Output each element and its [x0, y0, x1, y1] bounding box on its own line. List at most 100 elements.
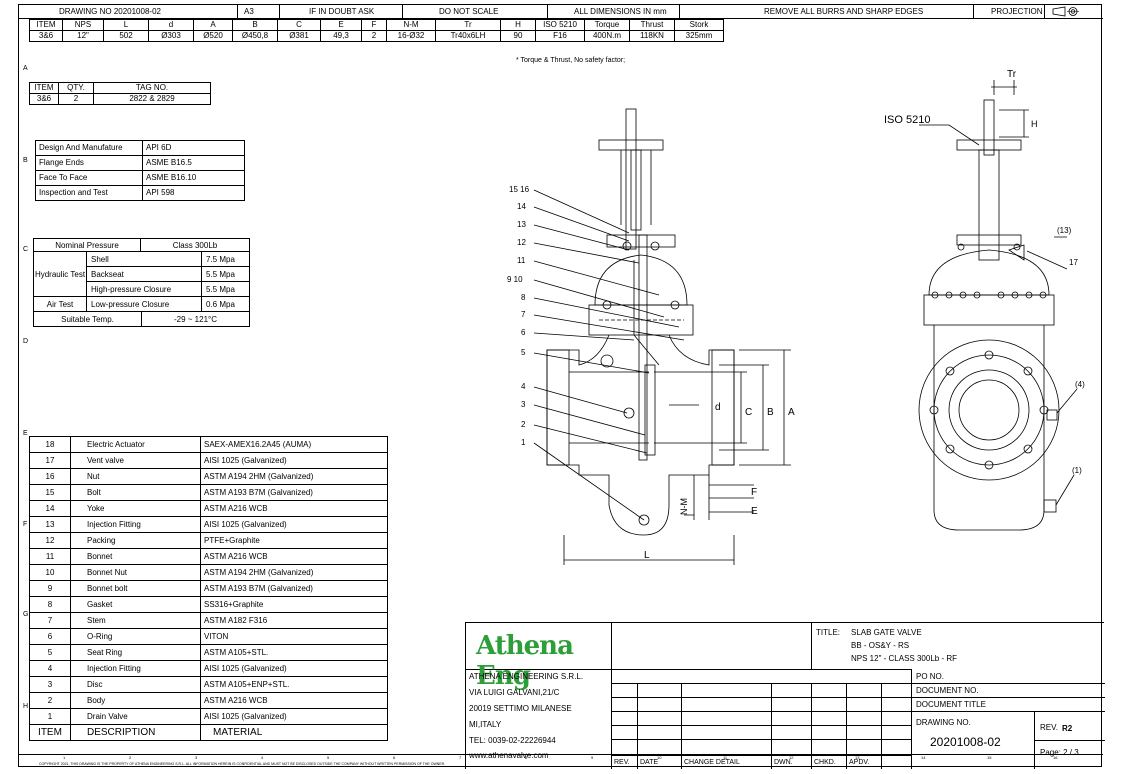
dim-value-cell: 16-Ø32: [386, 30, 436, 42]
standards-value: ASME B16.5: [142, 155, 245, 171]
bom-item: 6: [29, 628, 71, 645]
rev-value: R2: [1062, 724, 1073, 733]
dim-a: A: [788, 407, 795, 418]
dim-value-cell: Ø450,8: [232, 30, 278, 42]
callout-3: 3: [521, 400, 526, 409]
bom-footer-cell: MATERIAL: [200, 724, 388, 741]
callout-4: 4: [521, 382, 526, 391]
bom-item: 5: [29, 644, 71, 661]
standards-label: Design And Manufature: [35, 140, 143, 156]
iso-5210-label: ISO 5210: [884, 114, 930, 126]
dim-value-cell: Ø303: [148, 30, 194, 42]
callout-6: 6: [521, 328, 526, 337]
bom-description: Injection Fitting: [70, 516, 201, 533]
company-logo: Athena Eng: [476, 631, 574, 691]
dim-header-cell: Thrust: [629, 19, 675, 31]
bom-item: 2: [29, 692, 71, 709]
dimension-units-note: ALL DIMENSIONS IN mm: [574, 7, 667, 16]
revision-column-header: DWN.: [774, 759, 793, 766]
bom-material: ASTM A194 2HM (Galvanized): [200, 564, 388, 581]
bom-description: Seat Ring: [70, 644, 201, 661]
column-marker: 11: [723, 755, 728, 760]
dim-d: d: [715, 402, 721, 413]
bom-material: AISI 1025 (Galvanized): [200, 708, 388, 725]
dim-value-cell: Ø520: [193, 30, 233, 42]
bom-material: AISI 1025 (Galvanized): [200, 660, 388, 677]
row-marker-a: A: [23, 65, 28, 72]
bom-description: Gasket: [70, 596, 201, 613]
row-marker-c: C: [23, 246, 29, 253]
air-test-label: Air Test: [33, 296, 87, 312]
bom-description: Bonnet Nut: [70, 564, 201, 581]
dim-f: F: [751, 487, 757, 498]
bom-material: ASTM A193 B7M (Galvanized): [200, 484, 388, 501]
dim-l: L: [644, 550, 650, 561]
dim-value-cell: 502: [103, 30, 149, 42]
standards-label: Inspection and Test: [35, 185, 143, 201]
dim-tr: Tr: [1007, 69, 1017, 80]
bom-description: Vent valve: [70, 452, 201, 469]
row-marker-e: E: [23, 430, 28, 437]
company-website[interactable]: www.athenavalve.com: [469, 751, 549, 760]
dim-value-cell: 49,3: [320, 30, 362, 42]
callout-1: 1: [521, 438, 526, 447]
temp-label: Suitable Temp.: [33, 311, 142, 327]
copyright-notice: COPYRIGHT 2021, THIS DRAWING IS THE PROP…: [39, 762, 446, 766]
burrs-note: REMOVE ALL BURRS AND SHARP EDGES: [764, 7, 924, 16]
column-marker: 7: [459, 755, 462, 760]
standards-value: API 598: [142, 185, 245, 201]
bom-item: 7: [29, 612, 71, 629]
side-callout-17: 17: [1069, 258, 1078, 267]
dim-header-cell: N-M: [386, 19, 436, 31]
dim-h: H: [1031, 119, 1038, 129]
row-marker-b: B: [23, 157, 28, 164]
revision-column-header: CHKD.: [814, 759, 836, 766]
bom-description: Bolt: [70, 484, 201, 501]
dim-c: C: [745, 407, 752, 418]
column-marker: 12: [789, 755, 794, 760]
standards-label: Face To Face: [35, 170, 143, 186]
dim-value-cell: 118KN: [629, 30, 675, 42]
dim-header-cell: C: [277, 19, 321, 31]
dim-value-cell: 12": [62, 30, 104, 42]
column-marker: 8: [525, 755, 528, 760]
company-street: VIA LUIGI GALVANI,21/C: [469, 688, 560, 697]
dim-header-cell: Torque: [584, 19, 630, 31]
bom-material: ASTM A182 F316: [200, 612, 388, 629]
callout-14: 14: [517, 202, 526, 211]
dim-value-cell: 90: [500, 30, 536, 42]
pressure-table: Nominal Pressure Class 300Lb Hydraulic T…: [33, 238, 250, 328]
document-info: PO NO. DOCUMENT NO. DOCUMENT TITLE DRAWI…: [911, 669, 1105, 769]
dim-n-m: N-M: [679, 498, 689, 515]
bom-description: Stem: [70, 612, 201, 629]
column-marker: 3: [195, 755, 198, 760]
valve-drawing: 15 16 14 13 12 11 9 10 8 7 6 5 4 3 2 1 A…: [507, 69, 1085, 565]
callout-5: 5: [521, 348, 526, 357]
side-callout-13: (13): [1057, 226, 1072, 235]
callout-12: 12: [517, 238, 526, 247]
standards-label: Flange Ends: [35, 155, 143, 171]
shell-label: Shell: [86, 251, 202, 267]
dim-header-cell: d: [148, 19, 194, 31]
column-marker: 13: [855, 755, 860, 760]
header-strip: DRAWING NO 20201008-02 A3 IF IN DOUBT AS…: [19, 5, 1103, 19]
dim-header-cell: ITEM: [29, 19, 63, 31]
projection-symbol-icon: [1052, 6, 1079, 17]
bom-description: Packing: [70, 532, 201, 549]
tag-value-cell: 2: [58, 93, 94, 105]
backseat-label: Backseat: [86, 266, 202, 282]
hydraulic-test-label: Hydraulic Test: [33, 251, 87, 297]
